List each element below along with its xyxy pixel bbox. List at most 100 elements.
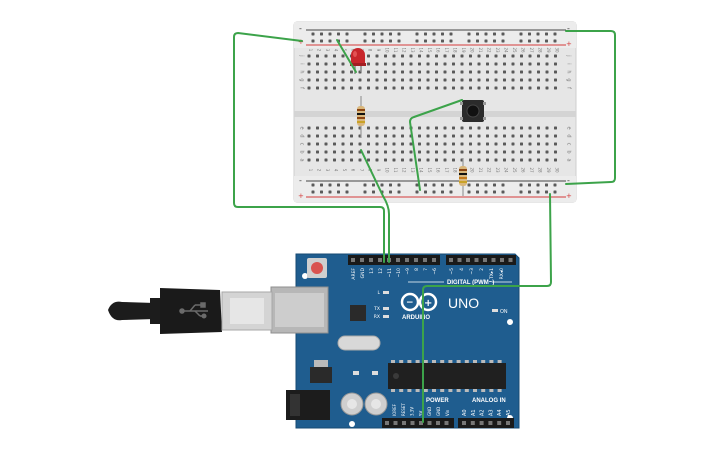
column-number: 10 — [385, 47, 390, 53]
header-pin[interactable] — [479, 421, 484, 425]
rail-hole — [545, 32, 548, 36]
header-pin[interactable] — [378, 258, 382, 262]
rail-hole — [553, 39, 557, 43]
rail-hole — [345, 39, 349, 43]
resistor-led[interactable] — [357, 96, 365, 138]
breadboard-hole — [545, 62, 549, 66]
rail-hole — [311, 32, 315, 36]
breadboard-hole — [486, 126, 489, 130]
rail-hole — [553, 183, 557, 187]
rail-hole — [432, 32, 436, 36]
breadboard-hole — [460, 126, 464, 130]
breadboard-hole — [554, 142, 557, 146]
header-pin[interactable] — [427, 421, 432, 425]
breadboard-hole — [503, 62, 506, 66]
chip-pin — [440, 360, 445, 363]
digital-pin-label: 13 — [369, 268, 375, 274]
breadboard-hole — [316, 78, 319, 82]
arduino-logo: − + — [400, 292, 438, 312]
header-pin[interactable] — [474, 258, 479, 262]
on-led — [492, 309, 498, 312]
header-pin[interactable] — [419, 421, 423, 425]
wire-right-rail-top — [565, 30, 616, 185]
header-pin[interactable] — [444, 421, 449, 425]
breadboard-hole — [443, 142, 447, 146]
breadboard-hole — [545, 54, 549, 58]
breadboard-hole — [324, 158, 328, 162]
wire-gnd-rail — [233, 32, 385, 263]
row-letter: c — [299, 143, 305, 146]
column-number: 26 — [521, 47, 526, 53]
column-number: 2 — [317, 49, 322, 52]
header-pin[interactable] — [462, 421, 466, 425]
header-pin[interactable] — [423, 258, 427, 262]
header-pin[interactable] — [497, 421, 502, 425]
breadboard-hole — [307, 54, 311, 58]
header-pin[interactable] — [402, 421, 406, 425]
breadboard-hole — [511, 78, 515, 82]
header-pin[interactable] — [385, 421, 389, 425]
header-pin[interactable] — [483, 258, 487, 262]
header-pin[interactable] — [414, 258, 418, 262]
breadboard-hole — [486, 86, 489, 90]
rail-hole — [415, 190, 419, 194]
chip-pin — [432, 389, 436, 392]
header-pin[interactable] — [470, 421, 475, 425]
breadboard-hole — [375, 70, 379, 74]
breadboard-hole — [392, 126, 396, 130]
rail-hole — [501, 183, 505, 187]
column-number: 13 — [410, 47, 415, 53]
column-number: 3 — [325, 169, 330, 172]
breadboard-hole — [426, 78, 430, 82]
pushbutton[interactable] — [460, 100, 486, 122]
header-pin[interactable] — [508, 258, 513, 262]
breadboard-hole — [341, 150, 345, 154]
digital-pin-label: ~10 — [396, 268, 402, 278]
breadboard-hole — [452, 86, 455, 90]
header-pin[interactable] — [457, 258, 462, 262]
red-led[interactable] — [350, 48, 366, 74]
header-pin[interactable] — [393, 421, 398, 425]
rail-hole — [415, 183, 419, 187]
header-pin[interactable] — [432, 258, 436, 262]
small-component — [372, 371, 378, 375]
breadboard-hole — [520, 142, 523, 146]
header-pin[interactable] — [449, 258, 453, 262]
analog-pin-label: A5 — [506, 409, 512, 416]
header-pin[interactable] — [488, 421, 493, 425]
breadboard-hole — [435, 142, 438, 146]
power-header-block — [382, 418, 454, 428]
breadboard-hole — [545, 86, 549, 90]
breadboard-hole — [486, 158, 489, 162]
breadboard-hole — [528, 54, 532, 58]
header-pin[interactable] — [396, 258, 400, 262]
breadboard-hole — [494, 86, 498, 90]
header-pin[interactable] — [369, 258, 373, 262]
rail-hole — [545, 190, 548, 194]
header-pin[interactable] — [360, 258, 364, 262]
column-number: 9 — [376, 169, 381, 172]
rail-hole — [545, 183, 548, 187]
column-number: 27 — [529, 47, 534, 53]
digital-pin-label: ~6 — [432, 268, 438, 275]
header-pin[interactable] — [436, 421, 440, 425]
chip-pin — [456, 360, 461, 363]
header-pin[interactable] — [491, 258, 496, 262]
reset-button[interactable] — [307, 258, 327, 278]
capacitor — [340, 392, 364, 416]
header-pin[interactable] — [466, 258, 470, 262]
header-pin[interactable] — [500, 258, 504, 262]
breadboard-hole — [435, 78, 438, 82]
breadboard-hole — [554, 54, 557, 58]
breadboard-hole — [460, 86, 464, 90]
header-pin[interactable] — [410, 421, 415, 425]
header-pin[interactable] — [405, 258, 409, 262]
header-pin[interactable] — [506, 421, 510, 425]
resistor-button[interactable] — [459, 158, 467, 196]
column-number: 28 — [538, 167, 543, 173]
header-pin[interactable] — [351, 258, 355, 262]
breadboard-hole — [307, 86, 311, 90]
digital-pin-label: 2 — [479, 268, 485, 271]
